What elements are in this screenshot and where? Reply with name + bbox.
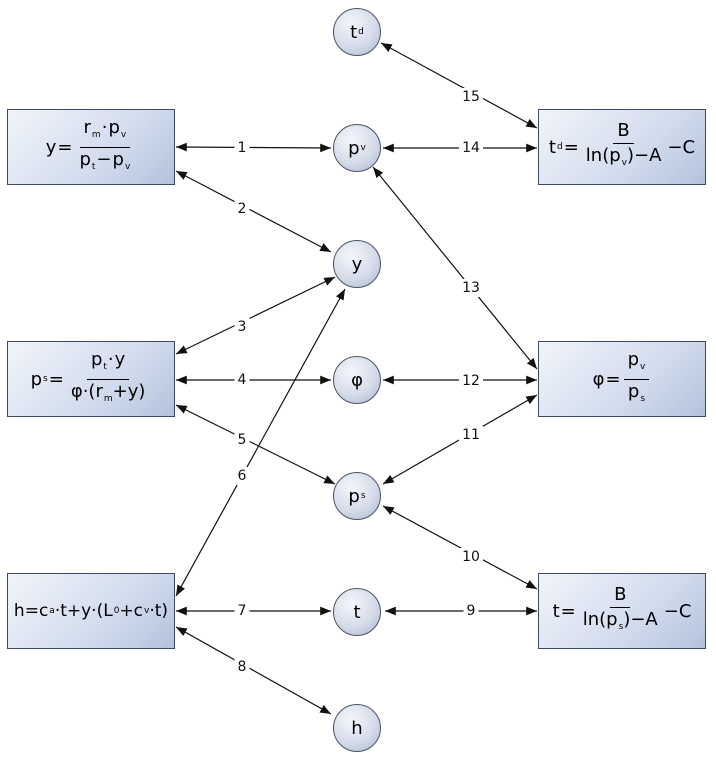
edge-label-background (234, 200, 250, 218)
edge-4: 4 (176, 371, 331, 389)
edge-label-background (234, 658, 250, 676)
equation-phi[interactable]: φ= pv ps (538, 341, 706, 417)
edge-line (175, 170, 332, 253)
edge-5: 5 (175, 404, 336, 485)
edge-label-background (459, 372, 483, 390)
edge-line (382, 505, 538, 590)
edge-11: 11 (382, 394, 538, 485)
edge-label: 14 (462, 140, 480, 156)
edge-label-background (459, 279, 483, 297)
edge-line (380, 42, 538, 129)
edge-label: 1 (238, 140, 247, 156)
edge-label: 11 (462, 427, 480, 443)
edge-line (175, 142, 332, 153)
node-h[interactable]: h (333, 704, 381, 752)
edge-label: 4 (238, 372, 247, 388)
equation-t[interactable]: t= B ln(ps)−A −C (538, 573, 706, 649)
edge-label: 5 (238, 432, 247, 448)
equation-y[interactable]: y= rm·pv pt−pv (7, 109, 175, 185)
edge-label-background (234, 602, 250, 620)
edge-10: 10 (382, 505, 538, 590)
edge-label: 7 (238, 603, 247, 619)
edge-label: 10 (462, 549, 480, 565)
node-phi[interactable]: φ (333, 356, 381, 404)
edge-12: 12 (383, 372, 537, 390)
edge-label: 13 (462, 280, 480, 296)
edge-label-background (234, 467, 250, 485)
edge-label-background (459, 548, 483, 566)
edge-14: 14 (383, 139, 537, 157)
node-y[interactable]: y (333, 240, 381, 288)
edge-1: 1 (175, 139, 332, 157)
edge-3: 3 (175, 276, 336, 355)
edge-label-background (459, 139, 483, 157)
edge-label: 9 (467, 603, 476, 619)
edge-line (175, 626, 332, 715)
edge-7: 7 (176, 602, 331, 620)
edge-label-background (459, 426, 483, 444)
edge-label: 6 (238, 468, 247, 484)
edge-label-background (234, 139, 250, 157)
edge-label: 8 (238, 659, 247, 675)
edge-6: 6 (175, 288, 346, 597)
edge-line (372, 166, 538, 370)
edge-13: 13 (372, 166, 538, 370)
edge-8: 8 (175, 626, 332, 715)
edge-line (175, 404, 336, 485)
edge-line (175, 276, 336, 355)
edge-label-background (459, 88, 483, 106)
node-t[interactable]: t (333, 588, 381, 636)
edge-15: 15 (380, 42, 538, 129)
edge-label: 2 (238, 201, 247, 217)
edge-label: 12 (462, 373, 480, 389)
edge-line (175, 288, 346, 597)
edge-label: 3 (238, 319, 247, 335)
edge-2: 2 (175, 170, 332, 253)
edge-label-background (463, 602, 479, 620)
edge-label: 15 (462, 89, 480, 105)
edge-9: 9 (385, 602, 537, 620)
